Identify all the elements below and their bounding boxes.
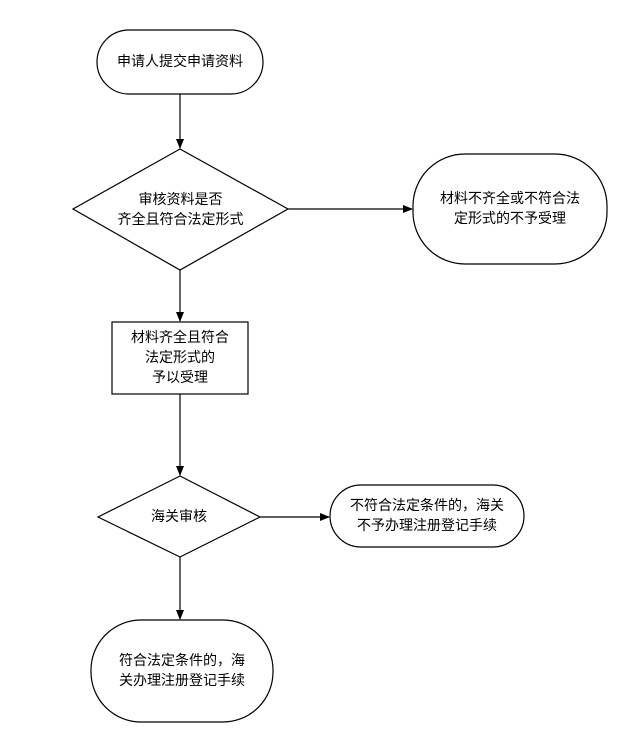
customs-approve-shape xyxy=(90,619,274,723)
customs-approve-label: 符合法定条件的，海 关办理注册登记手续 xyxy=(119,653,245,689)
accept-box-shape xyxy=(111,321,249,395)
accept-box-label: 材料齐全且符合 法定形式的 予以受理 xyxy=(131,330,229,386)
customs-review-label: 海关审核 xyxy=(151,509,207,525)
customs-reject-label: 不符合法定条件的，海关 不予办理注册登记手续 xyxy=(350,498,504,534)
customs-reject-shape xyxy=(329,484,525,548)
start-node-label: 申请人提交申请资料 xyxy=(117,54,243,70)
reject-materials-shape xyxy=(412,153,608,265)
review-decision-label: 审核资料是否 齐全且符合法定形式 xyxy=(117,192,244,228)
reject-materials-label: 材料不齐全或不符合法 定形式的不予受理 xyxy=(440,191,580,227)
